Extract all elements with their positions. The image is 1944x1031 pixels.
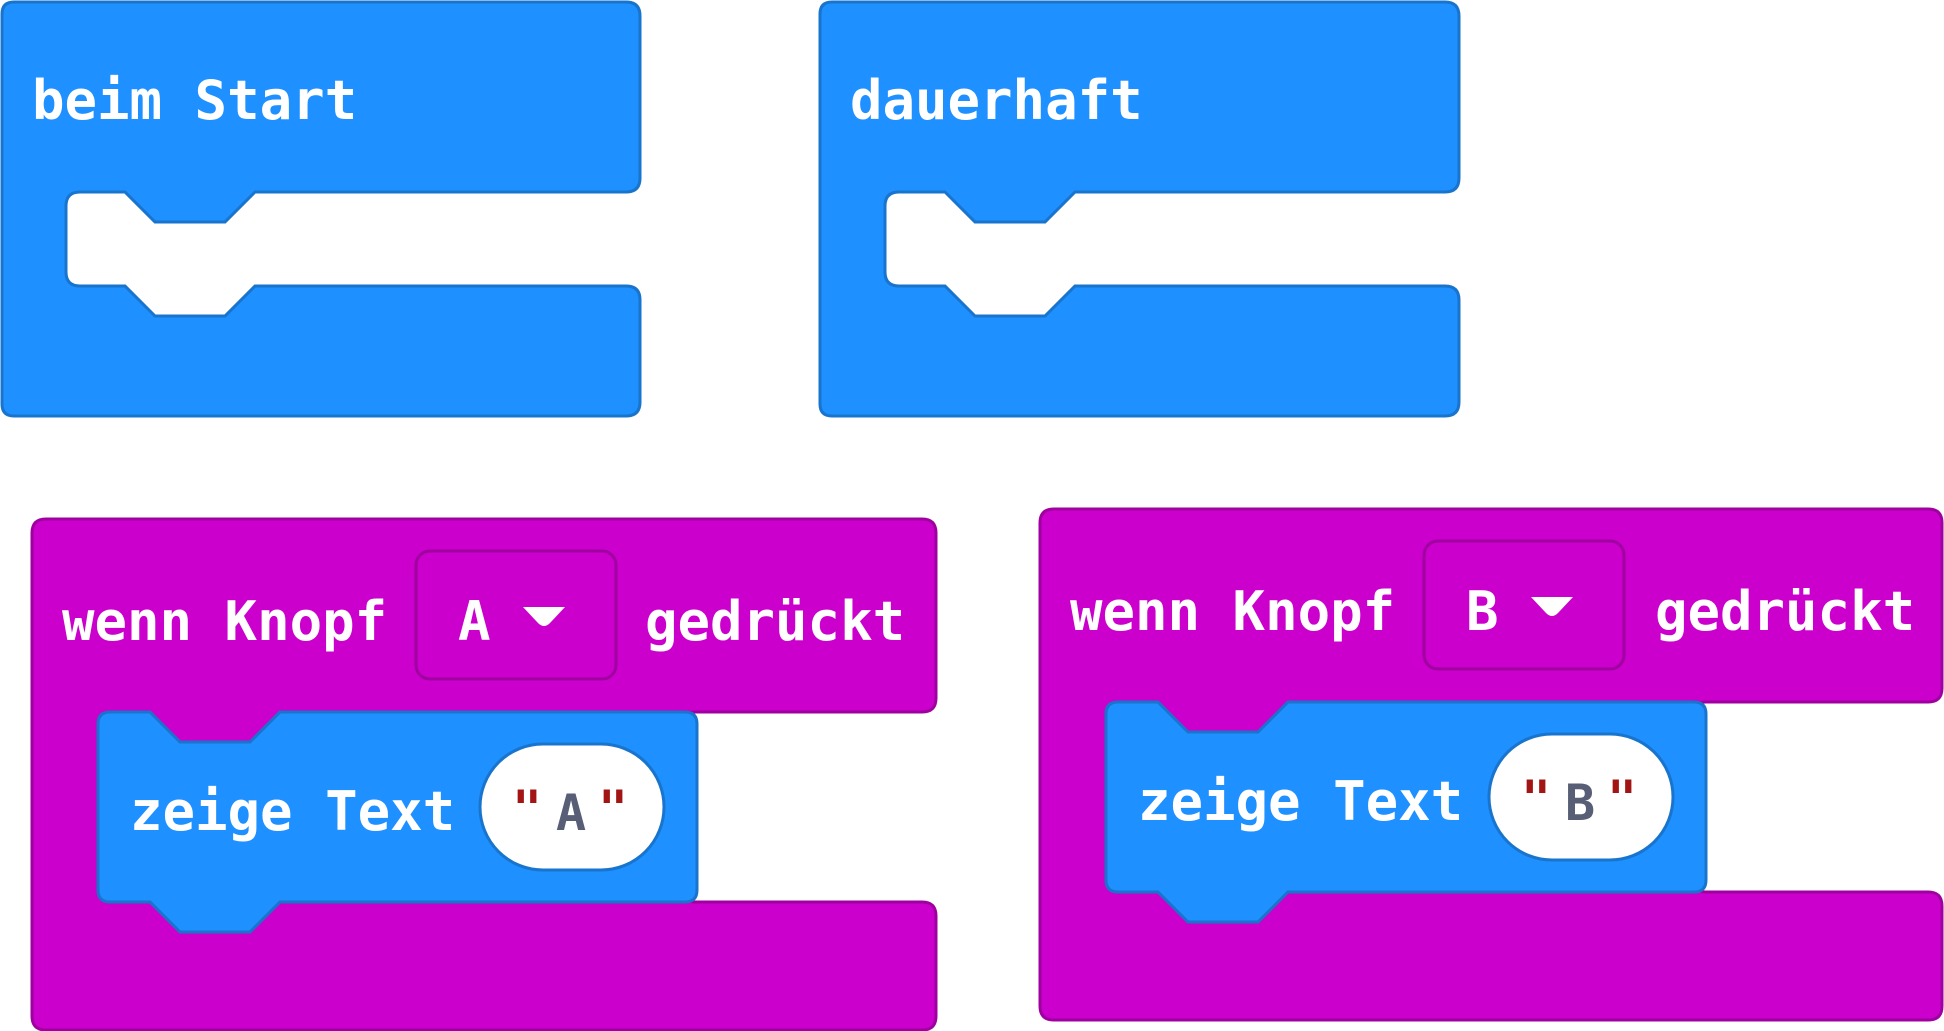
- on-start-block[interactable]: beim Start: [0, 0, 642, 418]
- show-string-label-a: zeige Text: [130, 780, 455, 843]
- string-input-b[interactable]: " B ": [1487, 732, 1675, 862]
- svg-text:": ": [512, 780, 542, 838]
- button-b-prefix: wenn Knopf: [1070, 580, 1395, 643]
- button-b-dropdown[interactable]: B: [1422, 539, 1626, 671]
- show-string-label-b: zeige Text: [1138, 770, 1463, 833]
- svg-text:": ": [598, 780, 628, 838]
- forever-label: dauerhaft: [850, 69, 1143, 132]
- chevron-down-icon: [1531, 597, 1573, 616]
- button-a-prefix: wenn Knopf: [62, 590, 387, 653]
- button-b-suffix: gedrückt: [1655, 580, 1915, 643]
- svg-text:": ": [1607, 770, 1637, 828]
- on-button-a-block[interactable]: A wenn Knopf gedrückt zeige Text " A ": [30, 517, 938, 1031]
- show-string-block-a[interactable]: zeige Text " A ": [96, 710, 699, 934]
- show-string-block-b[interactable]: zeige Text " B ": [1104, 700, 1708, 924]
- string-value-b: B: [1565, 774, 1595, 832]
- string-input-a[interactable]: " A ": [478, 742, 666, 872]
- on-button-b-block[interactable]: B wenn Knopf gedrückt zeige Text " B ": [1038, 507, 1944, 1022]
- chevron-down-icon: [523, 607, 565, 626]
- button-a-value: A: [458, 590, 491, 653]
- svg-text:": ": [1521, 770, 1551, 828]
- forever-block[interactable]: dauerhaft: [818, 0, 1461, 418]
- button-a-dropdown[interactable]: A: [414, 549, 618, 681]
- on-start-label: beim Start: [32, 69, 357, 132]
- string-value-a: A: [556, 784, 586, 842]
- button-b-value: B: [1466, 580, 1499, 643]
- button-a-suffix: gedrückt: [645, 590, 905, 653]
